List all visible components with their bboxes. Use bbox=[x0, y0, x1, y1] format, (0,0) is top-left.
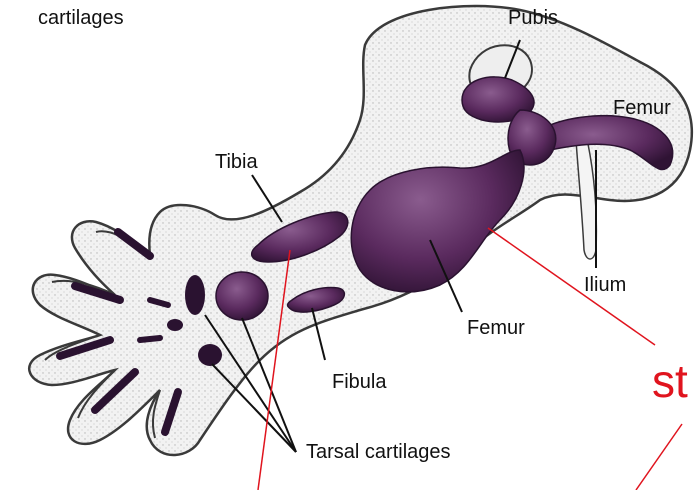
tarsal-leader-3 bbox=[212, 364, 296, 452]
label-ilium: Ilium bbox=[584, 275, 626, 295]
label-tibia: Tibia bbox=[215, 152, 258, 172]
annotation-text: st bbox=[652, 358, 688, 404]
label-fibula: Fibula bbox=[332, 372, 386, 392]
tarsal-cartilage-small-2 bbox=[198, 344, 222, 366]
label-tarsal-cartilages: Tarsal cartilages bbox=[306, 442, 451, 462]
tarsal-cartilage-large bbox=[216, 272, 268, 320]
label-pubis: Pubis bbox=[508, 8, 558, 28]
toe-bone-7 bbox=[140, 338, 160, 340]
tarsal-cartilage-small-3 bbox=[167, 319, 183, 331]
label-femur-top: Femur bbox=[613, 98, 671, 118]
tarsal-cartilage-small-1 bbox=[185, 275, 205, 315]
label-femur-mid: Femur bbox=[467, 318, 525, 338]
annotation-line-3 bbox=[636, 424, 682, 490]
label-cartilages: cartilages bbox=[38, 8, 124, 28]
